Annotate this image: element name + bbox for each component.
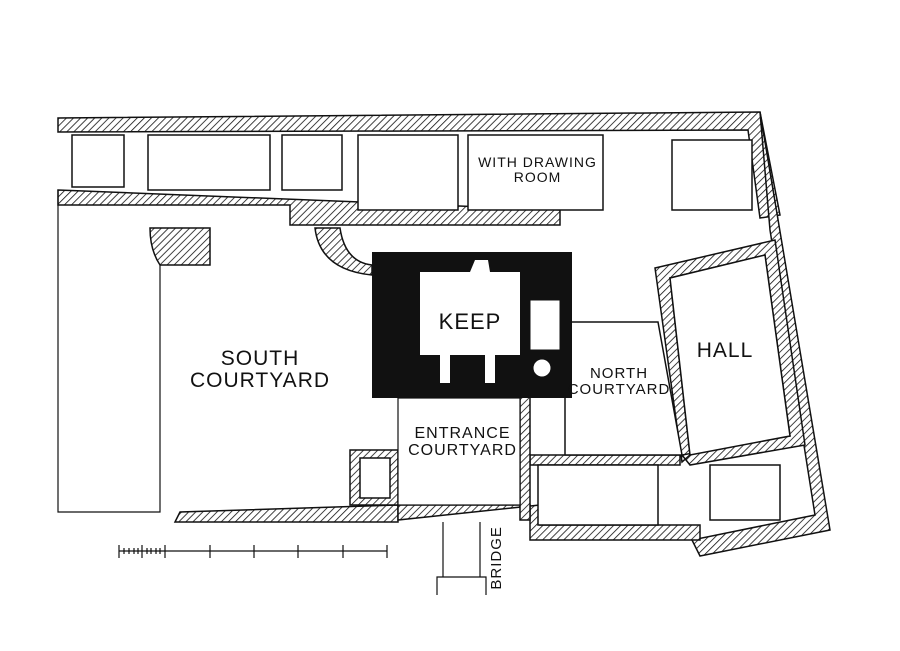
room-se-corner — [709, 464, 781, 521]
bridge — [436, 522, 487, 595]
keep-stair — [529, 299, 561, 351]
south-courtyard-outline — [57, 190, 161, 513]
room-ne — [671, 139, 753, 211]
label-line: NORTH — [589, 365, 649, 382]
label-keep: KEEP — [438, 309, 502, 334]
curved-wall — [314, 227, 373, 276]
hall-room — [669, 254, 791, 456]
stair-tower — [149, 227, 211, 266]
label-line: ENTRANCE — [414, 425, 511, 442]
label-line: SOUTH — [220, 347, 300, 370]
label-south-courtyard: SOUTH COURTYARD — [175, 347, 345, 393]
label-bridge: BRIDGE — [488, 526, 506, 590]
room-north-1 — [147, 134, 271, 191]
keep-spiral-stair — [532, 358, 552, 378]
south-wall — [173, 504, 399, 523]
keep-interior — [420, 260, 520, 355]
label-north-courtyard: NORTH COURTYARD — [565, 366, 673, 398]
room-north-3 — [357, 134, 459, 211]
label-line: WITH DRAWING — [478, 154, 597, 170]
drawing-room — [467, 134, 604, 211]
label-drawing-room: WITH DRAWING ROOM — [470, 155, 605, 184]
room-nw — [71, 134, 125, 188]
label-hall: HALL — [696, 339, 754, 362]
scale-bar — [118, 545, 388, 558]
room-north-2 — [281, 134, 343, 191]
label-line: COURTYARD — [189, 369, 331, 393]
north-courtyard — [564, 321, 683, 456]
label-line: ROOM — [513, 168, 562, 185]
label-entrance-courtyard: ENTRANCE COURTYARD — [400, 425, 525, 460]
gate-room — [359, 457, 391, 499]
label-line: COURTYARD — [408, 441, 517, 459]
north-courtyard-wall — [529, 454, 681, 466]
entrance-courtyard — [397, 397, 521, 506]
label-line: COURTYARD — [567, 380, 671, 398]
room-south-east — [537, 464, 659, 526]
